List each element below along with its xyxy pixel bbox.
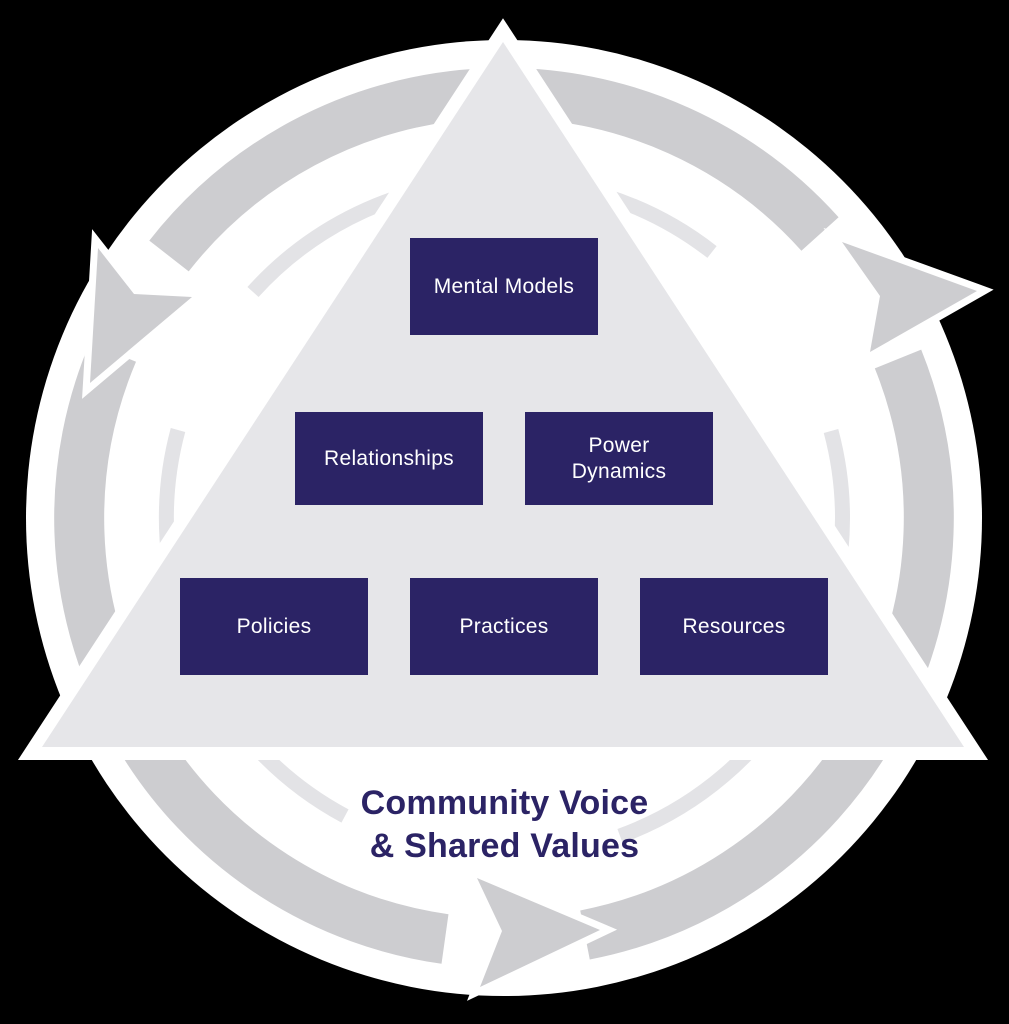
box-practices-label: Practices	[459, 614, 549, 638]
box-power-dynamics-label-line2: Dynamics	[571, 459, 667, 483]
box-mental-models-label: Mental Models	[433, 274, 575, 298]
box-resources-label: Resources	[682, 614, 786, 638]
arrowhead-top-right-icon	[823, 227, 994, 366]
arrowhead-bottom-icon	[462, 864, 618, 1001]
box-resources: Resources	[640, 578, 828, 675]
box-power-dynamics: Power Dynamics	[525, 412, 713, 505]
box-practices: Practices	[410, 578, 598, 675]
arrowheads	[82, 227, 994, 1001]
pyramid-triangle	[17, 18, 989, 760]
caption: Community Voice & Shared Values	[0, 782, 1009, 868]
box-relationships: Relationships	[295, 412, 483, 505]
box-mental-models: Mental Models	[410, 238, 598, 335]
caption-line-2: & Shared Values	[369, 827, 640, 865]
box-power-dynamics-label-line1: Power	[588, 433, 650, 457]
box-policies: Policies	[180, 578, 368, 675]
arrowhead-top-left-icon	[82, 229, 211, 399]
box-policies-label: Policies	[236, 614, 312, 638]
box-relationships-label: Relationships	[324, 446, 454, 470]
caption-line-1: Community Voice	[360, 784, 649, 822]
